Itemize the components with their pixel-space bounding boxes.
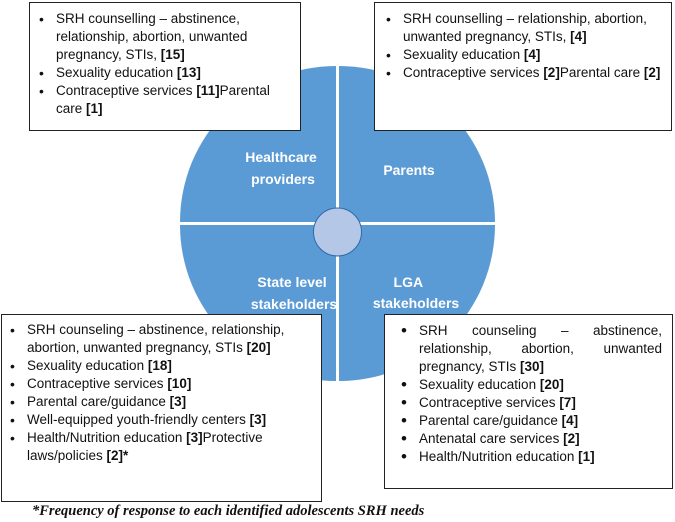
label-healthcare-line1: Healthcare (245, 149, 317, 165)
need-item: Contraceptive services [2]Parental care … (381, 64, 663, 82)
need-item: Well-equipped youth-friendly centers [3] (5, 411, 315, 429)
label-state-line1: State level (257, 274, 326, 290)
state-level-stakeholders-needs-box: SRH counseling – abstinence, relationshi… (1, 314, 322, 502)
need-item: Contraceptive services [7] (395, 394, 662, 412)
need-item: Parental care/guidance [4] (395, 412, 662, 430)
parents-needs-list: SRH counselling – relationship, abortion… (381, 10, 663, 82)
label-lga-line1: LGA (394, 274, 423, 290)
need-item: Health/Nutrition education [3]Protective… (5, 429, 315, 465)
need-item: SRH counselling – relationship, abortion… (381, 10, 663, 46)
need-item: Antenatal care services [2] (395, 430, 662, 448)
healthcare-needs-list: SRH counselling – abstinence, relationsh… (34, 10, 292, 118)
label-lga-stakeholders: LGA stakeholders (373, 274, 460, 311)
label-healthcare-line2: providers (251, 171, 315, 187)
label-healthcare-providers: Healthcare providers (245, 149, 320, 187)
state-needs-list: SRH counseling – abstinence, relationshi… (5, 321, 315, 465)
label-state-level-stakeholders: State level stakeholders (251, 274, 338, 312)
need-item: Sexuality education [20] (395, 376, 662, 394)
label-parents: Parents (383, 162, 435, 178)
parents-needs-box: SRH counselling – relationship, abortion… (374, 2, 672, 131)
lga-needs-list: SRH counseling – abstinence, relationshi… (395, 322, 662, 466)
need-item: Sexuality education [18] (5, 357, 315, 375)
quadrant-lga-stakeholders (339, 225, 495, 381)
lga-stakeholders-needs-box: SRH counseling – abstinence, relationshi… (384, 314, 673, 489)
healthcare-providers-needs-box: SRH counselling – abstinence, relationsh… (29, 2, 301, 131)
need-item: SRH counselling – abstinence, relationsh… (34, 10, 292, 64)
label-lga-line2: stakeholders (373, 295, 460, 311)
need-item: SRH counseling – abstinence, relationshi… (395, 322, 662, 376)
label-state-line2: stakeholders (251, 296, 338, 312)
center-circle (313, 207, 362, 257)
need-item: Contraceptive services [11]Parental care… (34, 82, 292, 118)
need-item: SRH counseling – abstinence, relationshi… (5, 321, 315, 357)
need-item: Contraceptive services [10] (5, 375, 315, 393)
need-item: Parental care/guidance [3] (5, 393, 315, 411)
need-item: Health/Nutrition education [1] (395, 448, 662, 466)
need-item: Sexuality education [4] (381, 46, 663, 64)
need-item: Sexuality education [13] (34, 64, 292, 82)
footnote: *Frequency of response to each identifie… (32, 503, 425, 519)
